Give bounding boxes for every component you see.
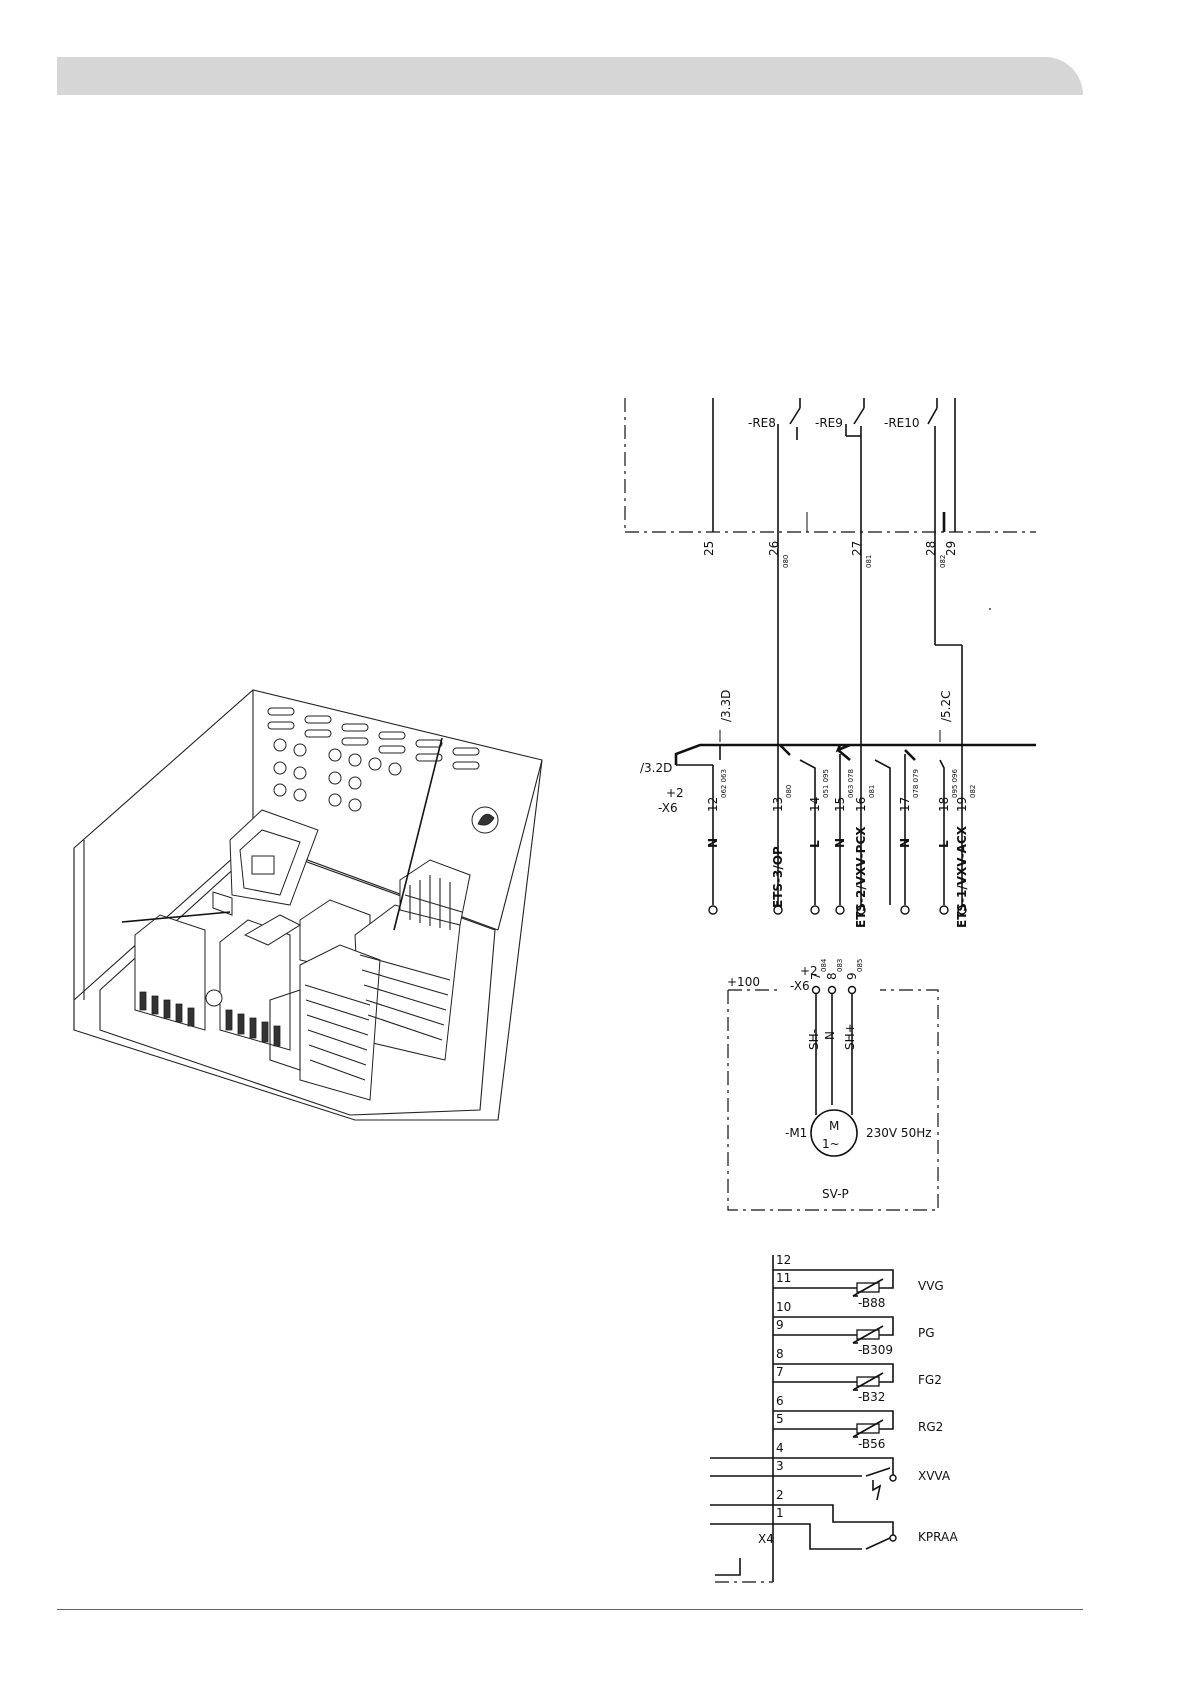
motor-name: SV-P (822, 1187, 849, 1201)
relay-label: -RE10 (884, 416, 920, 430)
wire-code: 085 (856, 959, 864, 972)
sensor-schematic: 12 11 10 9 8 7 6 5 4 3 2 1 -B88 -B309 -B… (710, 1253, 959, 1583)
sensor-tag: -B88 (858, 1296, 885, 1310)
wire-code: 095 096 (951, 769, 959, 798)
strip-terminal: 10 (776, 1300, 791, 1314)
strip-terminal: 7 (776, 1365, 784, 1379)
relay-schematic: -RE8 -RE9 -RE10 25 26 27 28 29 080 081 0… (624, 398, 1036, 928)
strip-terminal: 2 (776, 1488, 784, 1502)
signal-label: N (706, 838, 720, 848)
wire-code: 062 063 (720, 769, 728, 798)
signal-label: L (808, 840, 822, 848)
lower-terminal: 15 (833, 797, 847, 812)
lower-terminal: 13 (771, 797, 785, 812)
strip-terminal: 5 (776, 1412, 784, 1426)
lower-terminal: 19 (955, 797, 969, 812)
strip-terminal: 6 (776, 1394, 784, 1408)
enclosure-label: +100 (727, 975, 760, 989)
cabinet-illustration (73, 689, 543, 1121)
motor-wire-label: SH- (807, 1029, 821, 1050)
wire-code: 081 (868, 785, 876, 798)
upper-terminal: 27 (850, 541, 864, 556)
motor-wire-label: SH+ (843, 1023, 857, 1050)
lower-terminal: 17 (898, 797, 912, 812)
signal-label: ETS-1/VXV-ACX (955, 825, 969, 928)
sensor-name: PG (918, 1326, 935, 1340)
switch-name: XVVA (918, 1469, 951, 1483)
wire-code: 080 (782, 555, 790, 568)
sensor-name: FG2 (918, 1373, 942, 1387)
sensor-tag: -B32 (858, 1390, 885, 1404)
strip-terminal: 9 (776, 1318, 784, 1332)
block-label-x6: -X6 (658, 801, 678, 815)
callout-leader-right (393, 737, 443, 931)
relay-label: -RE9 (815, 416, 843, 430)
lower-terminal: 16 (854, 797, 868, 812)
motor-terminal: 9 (845, 972, 859, 980)
wire-code: 078 079 (912, 769, 920, 798)
wire-code: 081 (865, 555, 873, 568)
motor-rating: 230V 50Hz (866, 1126, 932, 1140)
upper-terminal: 29 (944, 541, 958, 556)
sensor-tag: -B309 (858, 1343, 893, 1357)
terminal-block-icon (269, 859, 471, 1101)
strip-label: X4 (758, 1532, 774, 1546)
signal-label: ETS-2/VXV-PCX (854, 826, 868, 928)
cross-ref: /3.2D (640, 761, 672, 775)
strip-terminal: 11 (776, 1271, 791, 1285)
strip-terminal: 4 (776, 1441, 784, 1455)
motor-symbol-sub: 1~ (822, 1137, 840, 1151)
lower-terminal: 12 (706, 797, 720, 812)
motor-icon (810, 1109, 858, 1157)
wire-code: 084 (820, 958, 828, 972)
switch-name: KPRAA (918, 1530, 959, 1544)
thermistor-icon (852, 1278, 884, 1438)
strip-terminal: 1 (776, 1506, 784, 1520)
signal-label: L (937, 840, 951, 848)
motor-tag: -M1 (785, 1126, 807, 1140)
footer-rule (57, 1609, 1083, 1610)
wire-code: 051 095 (822, 769, 830, 798)
wire-code: 063 078 (847, 769, 855, 798)
strip-terminal: 3 (776, 1459, 784, 1473)
relay-contact-re9: -RE9 (815, 398, 865, 905)
cable-gland-icon (273, 738, 499, 834)
strip-terminal: 12 (776, 1253, 791, 1267)
motor-wire-label: N (823, 1031, 837, 1040)
block-label-plus: +2 (666, 786, 684, 800)
block-label-plus: +2 (800, 964, 818, 978)
wire-code: 082 (969, 785, 977, 798)
upper-terminal: 25 (702, 541, 716, 556)
signal-label: N (898, 838, 912, 848)
signal-label: ETS-3/OP (771, 846, 785, 908)
motor-terminal: 7 (809, 972, 823, 980)
lower-terminal: 14 (808, 797, 822, 812)
signal-label: N (833, 838, 847, 848)
block-label-x6: -X6 (790, 979, 810, 993)
sensor-tag: -B56 (858, 1437, 885, 1451)
cross-ref: /3.3D (719, 690, 733, 722)
strip-terminal: 8 (776, 1347, 784, 1361)
relay-contact-re10: -RE10 (884, 398, 963, 905)
callout-leader-left (121, 911, 231, 923)
sensor-name: RG2 (918, 1420, 943, 1434)
header-bar (57, 57, 1083, 95)
motor-schematic: +100 +2 -X6 7 8 9 084 083 085 SH- N SH+ … (727, 958, 939, 1211)
motor-terminal: 8 (825, 972, 839, 980)
relay-label: -RE8 (748, 416, 776, 430)
upper-terminal: 28 (924, 541, 938, 556)
vent-slot-icon (267, 707, 480, 770)
wire-code: 080 (785, 785, 793, 798)
lower-terminal: 18 (937, 797, 951, 812)
upper-terminal: 26 (767, 541, 781, 556)
wire-code: 082 (939, 555, 947, 568)
sensor-name: VVG (918, 1279, 944, 1293)
relay-contact-re8: -RE8 (748, 398, 801, 905)
motor-symbol: M (829, 1119, 839, 1133)
contactor-icon (134, 809, 371, 1051)
wire-code: 083 (836, 959, 844, 972)
cross-ref: /5.2C (939, 690, 953, 722)
